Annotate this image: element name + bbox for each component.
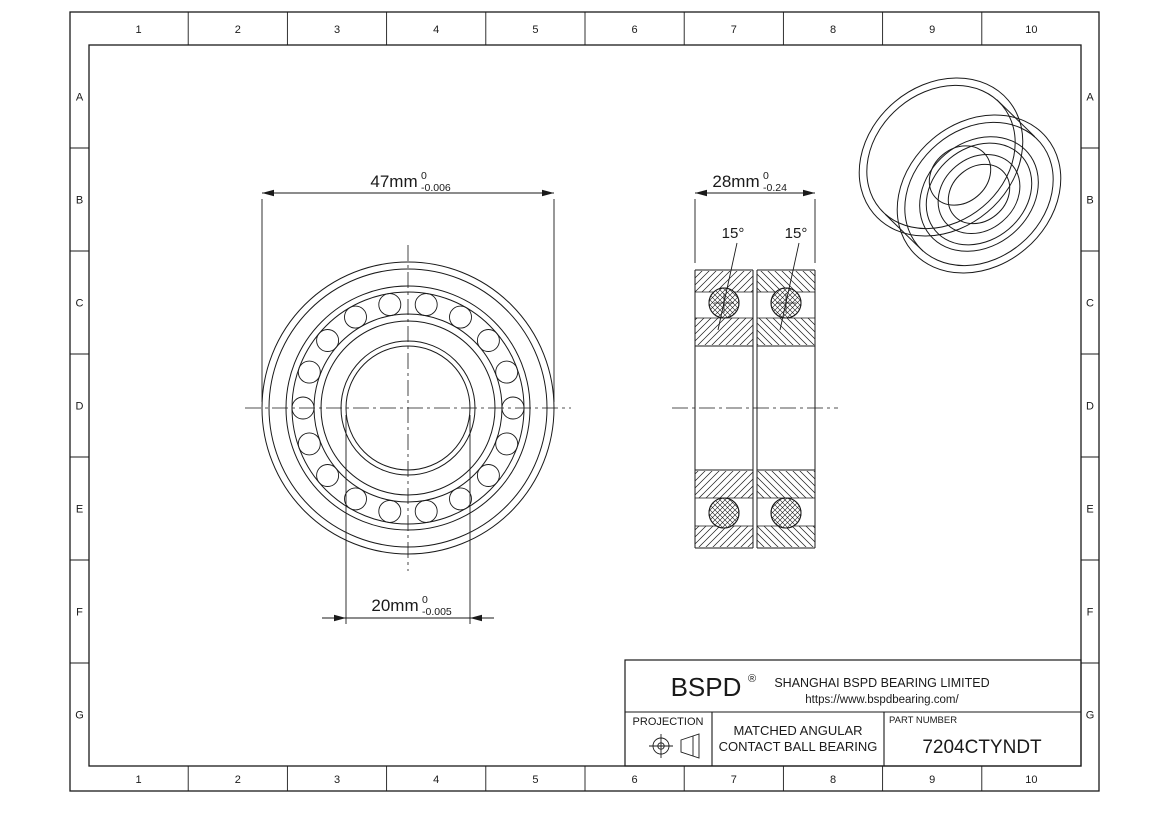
- inner-border: [88, 44, 1082, 767]
- contact-angle-left-text: 15°: [722, 225, 745, 242]
- dimension-outer-diameter: 47mm 0 -0.006: [261, 170, 555, 402]
- front-view: [245, 245, 571, 571]
- part-number-value: 7204CTYNDT: [922, 737, 1042, 758]
- grid-col-label: 2: [235, 24, 241, 36]
- grid-col-label: 10: [1025, 24, 1037, 36]
- border-grid: 1 2 3 4 5 6 7 8 9 10 1 2 3 4 5 6 7 8 9 1…: [69, 11, 1100, 792]
- dimension-bore-diameter: 20mm 0 -0.005: [322, 415, 494, 624]
- angle-leader-right: [779, 242, 800, 331]
- grid-row-label: A: [76, 92, 84, 104]
- grid-col-label: 7: [731, 774, 737, 786]
- grid-ticks: [70, 12, 1099, 791]
- section-outlines: [694, 269, 816, 549]
- description-line2: CONTACT BALL BEARING: [719, 739, 878, 754]
- arrowhead: [334, 614, 346, 622]
- grid-row-labels-right: A B C D E F G: [1086, 92, 1095, 722]
- grid-row-label: D: [1086, 401, 1094, 413]
- grid-col-label: 3: [334, 774, 340, 786]
- grid-row-labels-left: A B C D E F G: [75, 92, 84, 722]
- width-tol-lower: -0.24: [763, 182, 787, 194]
- outer-border: [69, 11, 1100, 792]
- width-tol-upper: 0: [763, 170, 769, 182]
- arrowhead: [262, 189, 274, 197]
- grid-col-label: 1: [136, 24, 142, 36]
- grid-row-label: B: [1086, 195, 1093, 207]
- grid-col-label: 8: [830, 774, 836, 786]
- registered-mark: ®: [748, 673, 756, 685]
- bore-dimension-text: 20mm: [371, 596, 418, 615]
- angle-leader-left: [717, 242, 738, 331]
- grid-column-labels-top: 1 2 3 4 5 6 7 8 9 10: [136, 24, 1038, 36]
- company-logo: BSPD: [671, 672, 742, 702]
- hatch-regions: [695, 271, 815, 547]
- contact-angle-annotations: 15° 15°: [717, 225, 808, 331]
- grid-col-label: 4: [433, 24, 439, 36]
- side-section-view: [672, 269, 838, 549]
- grid-row-label: A: [1086, 92, 1094, 104]
- iso-bore: [947, 163, 1011, 225]
- grid-col-label: 1: [136, 774, 142, 786]
- iso-silhouette-right: [996, 99, 1036, 138]
- description-line1: MATCHED ANGULAR: [733, 723, 862, 738]
- iso-front-outer: [896, 114, 1062, 274]
- front-centerlines: [245, 245, 571, 571]
- arrowhead: [470, 614, 482, 622]
- bore-tol-upper: 0: [422, 594, 428, 606]
- width-dimension-text: 28mm: [712, 172, 759, 191]
- grid-row-label: C: [76, 298, 84, 310]
- grid-col-label: 4: [433, 774, 439, 786]
- arrowhead: [803, 189, 815, 197]
- od-tol-lower: -0.006: [421, 182, 451, 194]
- iso-back-outer: [858, 77, 1024, 237]
- grid-col-label: 9: [929, 774, 935, 786]
- projection-label: PROJECTION: [633, 716, 704, 728]
- od-dimension-text: 47mm: [370, 172, 417, 191]
- grid-row-label: E: [1086, 504, 1093, 516]
- company-website[interactable]: https://www.bspdbearing.com/: [805, 694, 959, 706]
- dimension-width: 28mm 0 -0.24: [694, 170, 816, 263]
- grid-row-label: F: [76, 607, 83, 619]
- iso-silhouette-left: [884, 213, 924, 252]
- contact-angle-right-text: 15°: [785, 225, 808, 242]
- grid-col-label: 7: [731, 24, 737, 36]
- part-number-label: PART NUMBER: [889, 715, 957, 726]
- title-block: BSPD ® SHANGHAI BSPD BEARING LIMITED htt…: [624, 659, 1082, 767]
- od-tol-upper: 0: [421, 170, 427, 182]
- grid-row-label: G: [75, 710, 84, 722]
- isometric-view: [858, 77, 1062, 274]
- arrowhead: [542, 189, 554, 197]
- grid-row-label: F: [1087, 607, 1094, 619]
- arrowhead: [695, 189, 707, 197]
- grid-row-label: C: [1086, 298, 1094, 310]
- grid-row-label: D: [76, 401, 84, 413]
- bore-tol-lower: -0.005: [422, 606, 452, 618]
- grid-col-label: 10: [1025, 774, 1037, 786]
- company-name: SHANGHAI BSPD BEARING LIMITED: [774, 676, 989, 690]
- grid-row-label: B: [76, 195, 83, 207]
- grid-col-label: 9: [929, 24, 935, 36]
- grid-row-label: E: [76, 504, 83, 516]
- grid-col-label: 3: [334, 24, 340, 36]
- grid-col-label: 8: [830, 24, 836, 36]
- projection-symbol-icon: [649, 733, 700, 759]
- grid-col-label: 5: [532, 24, 538, 36]
- grid-col-label: 6: [632, 774, 638, 786]
- grid-column-labels-bottom: 1 2 3 4 5 6 7 8 9 10: [136, 774, 1038, 786]
- grid-col-label: 5: [532, 774, 538, 786]
- grid-col-label: 6: [632, 24, 638, 36]
- grid-row-label: G: [1086, 710, 1095, 722]
- grid-col-label: 2: [235, 774, 241, 786]
